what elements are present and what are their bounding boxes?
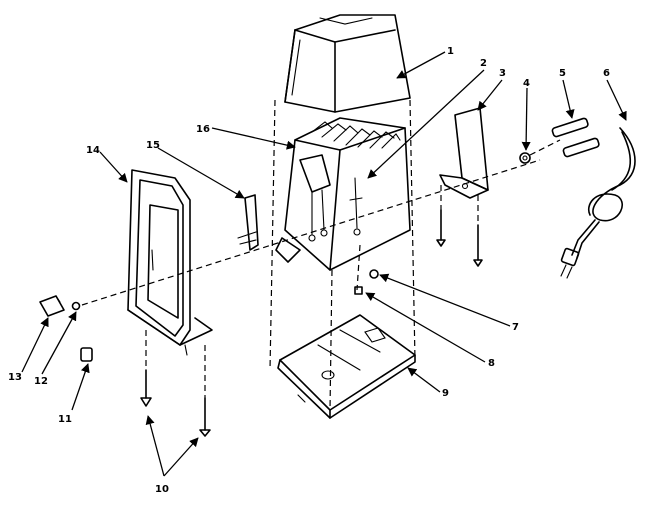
part-10-screws bbox=[140, 369, 211, 437]
callout-14: 14 bbox=[86, 145, 100, 156]
part-6-power-cord bbox=[560, 127, 636, 279]
part-2-chassis bbox=[275, 117, 411, 271]
callout-13: 13 bbox=[8, 372, 22, 383]
callout-7: 7 bbox=[512, 322, 519, 333]
bracket-screws bbox=[436, 209, 483, 267]
part-11-clip bbox=[80, 347, 93, 362]
callout-1: 1 bbox=[447, 46, 454, 57]
callout-10: 10 bbox=[155, 484, 169, 495]
callout-5: 5 bbox=[559, 68, 566, 79]
callout-15: 15 bbox=[146, 140, 160, 151]
callout-labels: 1 2 3 4 5 6 7 8 9 10 11 12 13 14 15 16 bbox=[8, 46, 610, 495]
callout-11: 11 bbox=[58, 414, 72, 425]
part-1-cover-shell bbox=[284, 14, 411, 113]
callout-9: 9 bbox=[442, 388, 449, 399]
callout-3: 3 bbox=[499, 68, 506, 79]
callout-2: 2 bbox=[480, 58, 487, 69]
callout-8: 8 bbox=[488, 358, 495, 369]
part-12-washer bbox=[71, 301, 81, 311]
part-14-end-panel bbox=[127, 169, 213, 356]
part-9-base-plate bbox=[277, 314, 416, 419]
part-13-knob bbox=[39, 295, 65, 317]
callout-16: 16 bbox=[196, 124, 210, 135]
part-7-washer bbox=[369, 269, 379, 279]
assembly-lines bbox=[81, 99, 561, 411]
callout-4: 4 bbox=[523, 78, 530, 89]
callout-12: 12 bbox=[34, 376, 48, 387]
leader-lines bbox=[21, 51, 627, 477]
part-15-lever-arm bbox=[237, 194, 259, 251]
callout-6: 6 bbox=[603, 68, 610, 79]
part-5-terminal-sleeves bbox=[551, 117, 600, 158]
part-4-grommet bbox=[519, 152, 531, 164]
part-3-end-bracket bbox=[439, 107, 489, 199]
part-8-nut bbox=[354, 286, 363, 295]
